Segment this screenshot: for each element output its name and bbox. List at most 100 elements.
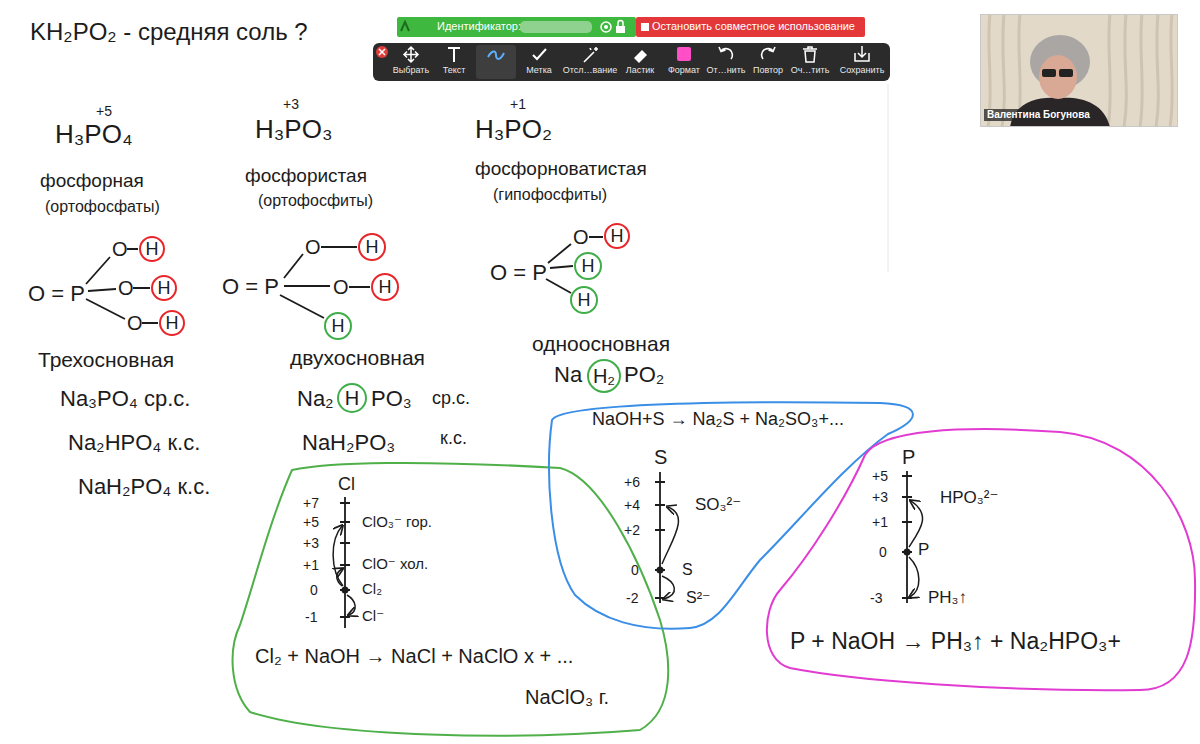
handwritten-label: H₃PO₄ (55, 120, 133, 150)
tool-label: Формат (668, 65, 700, 75)
handwritten-note: +3 (303, 535, 319, 551)
highlight-circle: H₂ (587, 359, 621, 393)
handwritten-note: -3 (870, 590, 882, 606)
circle-outline (338, 384, 366, 412)
circle-outline (325, 313, 351, 339)
handwritten-label: двухосновная (290, 346, 425, 370)
handwritten-note: +1 (303, 557, 319, 573)
handwritten-note: P (902, 446, 915, 469)
text-slot: +4 (624, 497, 640, 513)
handwritten-label: (ортофосфаты) (45, 198, 160, 216)
text-slot: S (682, 561, 693, 579)
text-slot: H₂ (587, 359, 621, 393)
handwritten-label: +1 (510, 96, 526, 112)
handwritten-label: ср.с. (432, 388, 470, 409)
tool-label: Выбрать (393, 65, 429, 75)
handwritten-note: 0 (879, 544, 887, 560)
close-icon (376, 46, 388, 58)
handwritten-label: O (118, 277, 134, 300)
draw-icon (488, 51, 504, 58)
text-slot: -2 (626, 590, 638, 606)
undo-icon (719, 47, 732, 59)
text-slot: Cl⁻ (362, 607, 384, 624)
handwritten-label: O (305, 236, 321, 259)
text-slot: Na (554, 362, 582, 387)
text-slot: +3 (303, 535, 319, 551)
tool-label: Отсл…вание (563, 65, 617, 75)
text-slot: к.с. (440, 428, 467, 449)
text-slot: H (151, 275, 177, 301)
text-slot: O (118, 277, 134, 300)
text-slot: +3 (283, 96, 299, 112)
text-slot: H₃PO₃ (255, 115, 333, 145)
text-slot: двухосновная (290, 346, 425, 370)
scale-dot (657, 567, 664, 574)
handwritten-label: NaH₂PO₃ (302, 430, 395, 455)
text-slot: Ластик (626, 65, 655, 75)
handwritten-note: NaClO₃ г. (525, 686, 609, 709)
atom-symbol: H₂ (593, 365, 615, 388)
text-slot: ср.с. (432, 388, 470, 409)
handwritten-label: фосфорная (40, 170, 144, 192)
handwritten-label: O = P (490, 260, 547, 285)
handwritten-label: +3 (283, 96, 299, 112)
text-slot: +5 (96, 103, 112, 119)
handwritten-note: ClO⁻ хол. (362, 555, 428, 572)
text-slot: P (902, 446, 915, 469)
highlight-circle: H (159, 310, 185, 336)
participant-name: Валентина Богунова (984, 109, 1093, 121)
webcam-tile: Валентина Богунова (980, 14, 1178, 127)
atom-symbol: H (379, 277, 392, 298)
handwritten-label: H₃PO₂ (475, 115, 552, 145)
highlight-circle: H (337, 383, 367, 413)
text-slot: Повтор (753, 65, 783, 75)
tool-label: Повтор (753, 65, 783, 75)
tool-label: Текст (443, 65, 466, 75)
text-slot: Выбрать (393, 65, 429, 75)
text-slot: Cl₂ (362, 580, 382, 597)
circle-outline (588, 360, 620, 392)
handwritten-label: O (333, 276, 349, 299)
text-slot: -3 (870, 590, 882, 606)
tool-label: Ластик (626, 65, 655, 75)
webcam-background (980, 14, 1178, 127)
text-slot: O (305, 236, 321, 259)
text-slot: O = P (222, 274, 279, 299)
selected-tool-highlight (476, 45, 516, 79)
handwritten-note: HPO₃²⁻ (940, 488, 998, 508)
text-slot: +1 (872, 514, 888, 530)
text-slot: Текст (443, 65, 466, 75)
handwritten-note: -1 (305, 609, 317, 625)
blurred-id (520, 21, 592, 33)
handwritten-label: фосфористая (245, 165, 367, 187)
handwritten-note: 0 (310, 582, 318, 598)
text-slot: Na₂HPO₄ к.с. (68, 430, 200, 455)
select-icon (404, 47, 418, 62)
handwritten-label: O (573, 226, 589, 249)
text-slot: Валентина Богунова (984, 109, 1093, 121)
text-slot: P (918, 540, 929, 560)
tool-label: От…нить (707, 65, 746, 75)
circle-outline (575, 253, 601, 279)
handwritten-note: S (682, 561, 693, 579)
format-color-icon (677, 47, 691, 61)
handwritten-note: S²⁻ (686, 589, 710, 607)
board-edge (888, 84, 889, 272)
text-slot: KH₂PO₂ - средняя соль ? (30, 18, 308, 46)
trash-icon (803, 47, 817, 62)
text-slot: фосфорная (40, 170, 144, 192)
text-icon (448, 48, 460, 62)
handwritten-note: +6 (624, 474, 640, 490)
text-slot: H (337, 383, 367, 413)
text-slot: От…нить (707, 65, 746, 75)
tool-label: Рисовать (477, 65, 516, 75)
text-slot: O (333, 276, 349, 299)
oxidation-scale (340, 497, 350, 628)
curved-arrow (337, 569, 342, 586)
atom-symbol: H (158, 278, 171, 299)
atom-symbol: H (582, 256, 595, 277)
atom-symbol: H (332, 316, 345, 337)
text-slot: H₃PO₂ (475, 115, 552, 145)
text-slot: Остановить совместное использование (652, 20, 855, 33)
